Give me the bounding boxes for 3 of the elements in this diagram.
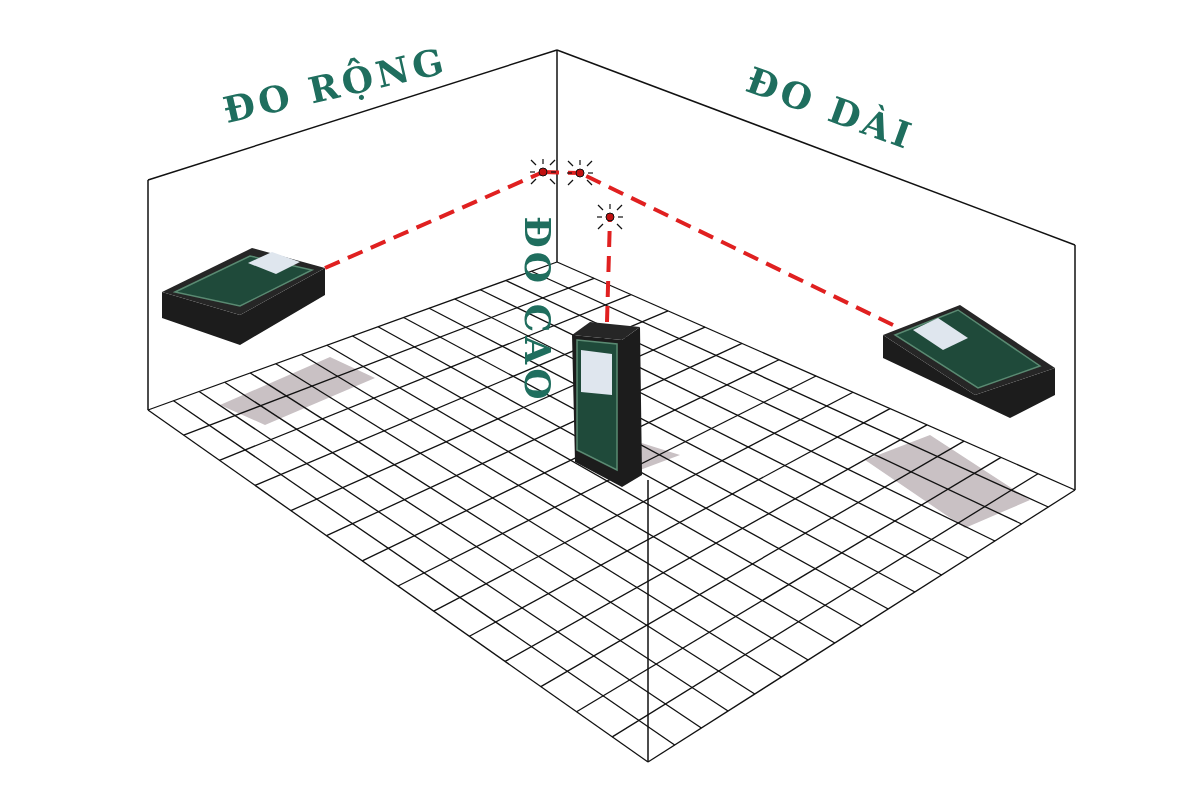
width-label: ĐO RỘNG [219,38,452,132]
length-label: ĐO DÀI [740,58,920,158]
height-label: ĐO CAO [516,216,559,404]
